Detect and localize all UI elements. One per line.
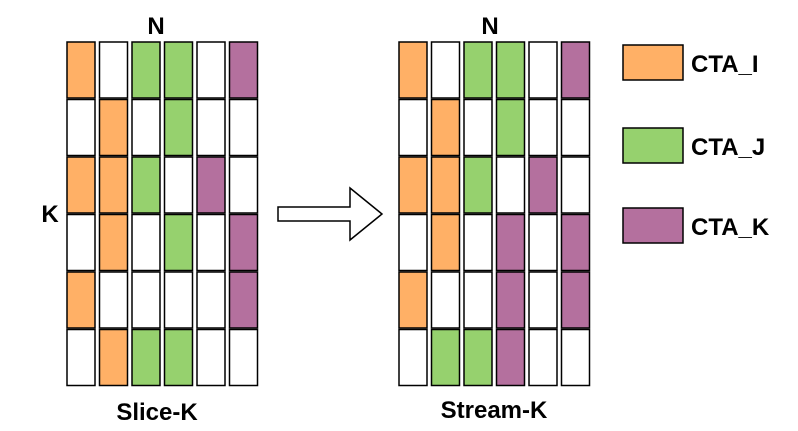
slice-k-cell-r0-c2 (131, 41, 161, 99)
stream-k-cell-r1-c1 (430, 98, 461, 157)
stream-k-cell-r2-c2 (463, 156, 493, 214)
stream-k-cell-r2-c3 (495, 156, 526, 214)
stream-k-cell-r4-c4 (528, 271, 558, 329)
stream-k-cell-r5-c2 (463, 328, 493, 387)
stream-k-cell-r4-c3 (495, 271, 526, 329)
stream-k-cell-r2-c4 (528, 156, 558, 214)
slice-k-cell-r3-c2 (131, 213, 161, 272)
slice-k-cell-r1-c3 (163, 98, 194, 157)
slice-k-cell-r0-c3 (163, 41, 194, 99)
legend-swatch-j (622, 127, 684, 164)
slice-k-cell-r2-c4 (196, 156, 226, 214)
stream-k-cell-r4-c2 (463, 271, 493, 329)
stream-k-cell-r1-c3 (495, 98, 526, 157)
slice-k-cell-r1-c4 (196, 98, 226, 157)
stream-k-cell-r2-c5 (560, 156, 591, 214)
stream-k-cell-r0-c5 (560, 41, 591, 99)
stream-k-cell-r0-c1 (430, 41, 461, 99)
stream-k-cell-r0-c2 (463, 41, 493, 99)
stream-k-cell-r4-c5 (560, 271, 591, 329)
slice-k-cell-r0-c1 (98, 41, 129, 99)
slice-k-cell-r5-c4 (196, 328, 226, 387)
slice-k-cell-r5-c0 (66, 328, 96, 387)
slice-k-cell-r2-c2 (131, 156, 161, 214)
slice-k-cell-r1-c5 (228, 98, 259, 157)
slice-k-grid (66, 41, 259, 387)
stream-k-grid (398, 41, 591, 387)
slice-k-cell-r2-c3 (163, 156, 194, 214)
slice-k-cell-r1-c0 (66, 98, 96, 157)
stream-k-cell-r5-c0 (398, 328, 428, 387)
legend: CTA_I CTA_J CTA_K (622, 44, 770, 244)
slice-k-cell-r5-c1 (98, 328, 129, 387)
slice-k-cell-r3-c4 (196, 213, 226, 272)
slice-k-cell-r4-c2 (131, 271, 161, 329)
stream-k-cell-r5-c5 (560, 328, 591, 387)
slice-k-cell-r3-c1 (98, 213, 129, 272)
stream-k-cell-r1-c5 (560, 98, 591, 157)
slice-k-cell-r5-c5 (228, 328, 259, 387)
slice-k-cell-r3-c3 (163, 213, 194, 272)
stream-k-cell-r3-c4 (528, 213, 558, 272)
slice-k-cell-r0-c0 (66, 41, 96, 99)
slice-k-cell-r4-c4 (196, 271, 226, 329)
slice-k-cell-r3-c5 (228, 213, 259, 272)
slice-k-cell-r2-c1 (98, 156, 129, 214)
stream-k-cell-r5-c1 (430, 328, 461, 387)
slice-k-cell-r4-c0 (66, 271, 96, 329)
slice-k-cell-r4-c5 (228, 271, 259, 329)
stream-k-cell-r1-c4 (528, 98, 558, 157)
stream-k-cell-r0-c0 (398, 41, 428, 99)
stream-k-caption: Stream-K (441, 397, 548, 424)
stream-k-cell-r2-c0 (398, 156, 428, 214)
slice-k-cell-r1-c2 (131, 98, 161, 157)
stream-k-n-label: N (481, 13, 498, 40)
slice-k-cell-r4-c3 (163, 271, 194, 329)
slice-k-caption: Slice-K (116, 399, 198, 426)
legend-label-j: CTA_J (691, 134, 765, 161)
stream-k-cell-r3-c2 (463, 213, 493, 272)
slice-k-cell-r3-c0 (66, 213, 96, 272)
stream-k-cell-r1-c0 (398, 98, 428, 157)
slice-k-cell-r0-c4 (196, 41, 226, 99)
stream-k-cell-r3-c3 (495, 213, 526, 272)
slice-k-cell-r5-c2 (131, 328, 161, 387)
stream-k-cell-r5-c3 (495, 328, 526, 387)
slice-k-cell-r2-c0 (66, 156, 96, 214)
stream-k-cell-r0-c3 (495, 41, 526, 99)
slice-k-cell-r2-c5 (228, 156, 259, 214)
slice-k-cell-r1-c1 (98, 98, 129, 157)
stream-k-cell-r2-c1 (430, 156, 461, 214)
legend-label-i: CTA_I (691, 51, 759, 78)
legend-swatch-i (622, 44, 684, 81)
stream-k-cell-r0-c4 (528, 41, 558, 99)
slice-k-cell-r0-c5 (228, 41, 259, 99)
stream-k-cell-r4-c0 (398, 271, 428, 329)
slice-k-n-label: N (147, 13, 164, 40)
transition-arrow (277, 186, 384, 242)
stream-k-cell-r3-c5 (560, 213, 591, 272)
slice-k-cell-r4-c1 (98, 271, 129, 329)
stream-k-cell-r3-c0 (398, 213, 428, 272)
stream-k-cell-r1-c2 (463, 98, 493, 157)
legend-label-k: CTA_K (691, 214, 770, 241)
stream-k-cell-r5-c4 (528, 328, 558, 387)
stream-k-cell-r4-c1 (430, 271, 461, 329)
legend-swatch-k (622, 207, 684, 244)
stream-k-cell-r3-c1 (430, 213, 461, 272)
slice-k-cell-r5-c3 (163, 328, 194, 387)
slice-k-k-label: K (41, 201, 59, 228)
